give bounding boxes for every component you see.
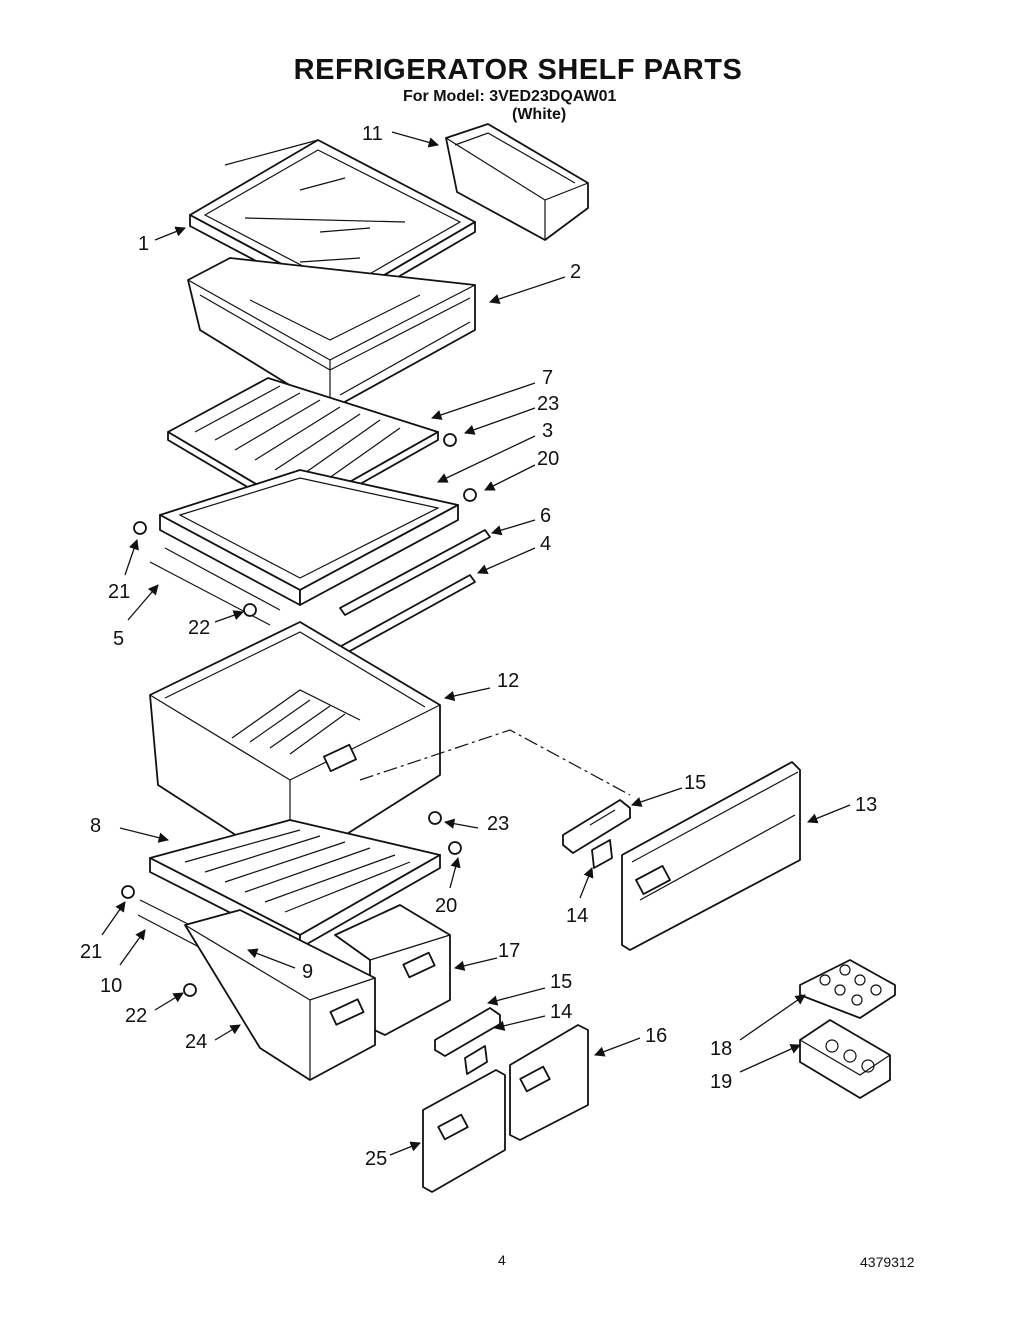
part-15-handle-lower	[434, 1007, 501, 1057]
leader-lines	[101, 131, 851, 1156]
callout-17: 17	[498, 940, 520, 962]
part-17-small-drawer	[334, 904, 451, 1036]
callout-22-lower: 22	[125, 1005, 147, 1027]
part-16-drawer-front	[509, 1024, 589, 1141]
callout-14-upper: 14	[566, 905, 588, 927]
callout-14-lower: 14	[550, 1001, 572, 1023]
part-24-deli-drawer	[184, 909, 376, 1081]
part-18-egg-tray	[799, 959, 896, 1019]
part-7-ribbed-shelf	[167, 377, 439, 519]
callout-21-upper: 21	[108, 581, 130, 603]
callout-20-lower: 20	[435, 895, 457, 917]
part-19-egg-bin	[799, 1019, 891, 1099]
part-14-bracket-upper	[591, 839, 613, 869]
callout-18: 18	[710, 1038, 732, 1060]
part-12-crisper-drawer	[149, 621, 441, 871]
hardware-pieces	[121, 433, 477, 997]
callout-3: 3	[542, 420, 553, 442]
callout-23-upper: 23	[537, 393, 559, 415]
callout-7: 7	[542, 367, 553, 389]
callout-16: 16	[645, 1025, 667, 1047]
part-15-handle-upper	[562, 799, 631, 854]
callout-4: 4	[540, 533, 551, 555]
callout-numbers: 11 1 2 7 23 3 20 6 4 21 5 22 12 15 13 8 …	[80, 123, 877, 1170]
part-14-bracket-lower	[464, 1045, 488, 1075]
callout-5: 5	[113, 628, 124, 650]
callout-15-upper: 15	[684, 772, 706, 794]
callout-21-lower: 21	[80, 941, 102, 963]
callout-13: 13	[855, 794, 877, 816]
part-2-cover-frame	[187, 257, 476, 411]
callout-22-upper: 22	[188, 617, 210, 639]
part-3-shelf-frame	[149, 469, 459, 626]
page-title: REFRIGERATOR SHELF PARTS	[293, 54, 743, 86]
callout-1: 1	[138, 233, 149, 255]
part-25-drawer-front	[422, 1069, 506, 1193]
part-13-drawer-front	[621, 761, 801, 951]
callout-23-lower: 23	[487, 813, 509, 835]
callout-6: 6	[540, 505, 551, 527]
callout-25: 25	[365, 1148, 387, 1170]
callout-12: 12	[497, 670, 519, 692]
callout-2: 2	[570, 261, 581, 283]
callout-10: 10	[100, 975, 122, 997]
document-number: 4379312	[860, 1254, 915, 1270]
part-11-bin	[445, 123, 589, 241]
callout-20-upper: 20	[537, 448, 559, 470]
callout-19: 19	[710, 1071, 732, 1093]
callout-15-lower: 15	[550, 971, 572, 993]
alignment-line	[359, 729, 631, 796]
callout-11: 11	[362, 123, 383, 145]
model-number: For Model: 3VED23DQAW01	[403, 88, 617, 105]
page-number: 4	[498, 1252, 506, 1268]
callout-9: 9	[302, 961, 313, 983]
callout-24: 24	[185, 1031, 207, 1053]
callout-8: 8	[90, 815, 101, 837]
part-6-rail	[339, 529, 491, 616]
model-color: (White)	[512, 106, 567, 123]
